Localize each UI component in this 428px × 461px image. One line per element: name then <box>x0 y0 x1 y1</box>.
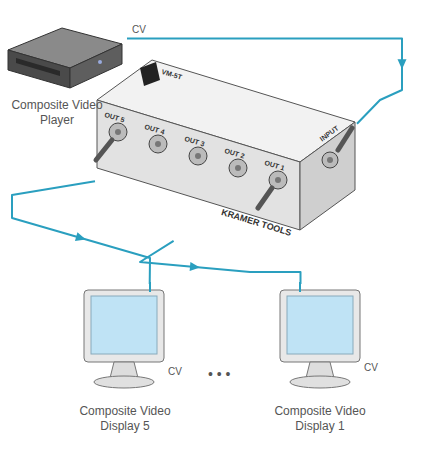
cable-stub <box>150 282 300 292</box>
video-cable <box>12 181 150 284</box>
device-name: Composite Video Display 5 <box>60 404 190 434</box>
video-player <box>8 28 122 88</box>
arrow-head <box>75 232 86 241</box>
arrow-head <box>398 59 407 69</box>
port-name: OUT 1 <box>263 158 285 173</box>
ellipsis: • • • <box>208 366 230 382</box>
video-cable <box>140 241 301 284</box>
signal-name: CV <box>364 362 378 374</box>
distribution-amplifier <box>97 60 355 230</box>
port-name: OUT 5 <box>103 110 125 125</box>
video-cable <box>127 38 402 123</box>
device-name: Composite Video Display 1 <box>255 404 385 434</box>
port-name: INPUT <box>318 124 340 144</box>
bnc-plug <box>96 128 352 208</box>
display-monitor <box>84 290 164 388</box>
signal-name: CV <box>132 24 146 36</box>
arrow-head <box>190 262 200 271</box>
display-node: Composite Video Display 5 <box>60 284 190 444</box>
device-marking: VM-5T <box>160 67 183 82</box>
device-name: Composite Video Player <box>2 98 112 128</box>
signal-name: CV <box>168 366 182 378</box>
device-marking: KRAMER TOOLS <box>220 207 293 239</box>
display-monitor <box>280 290 360 388</box>
port-name: OUT 3 <box>183 134 205 149</box>
port-name: OUT 4 <box>143 122 165 137</box>
port-name: OUT 2 <box>223 146 245 161</box>
